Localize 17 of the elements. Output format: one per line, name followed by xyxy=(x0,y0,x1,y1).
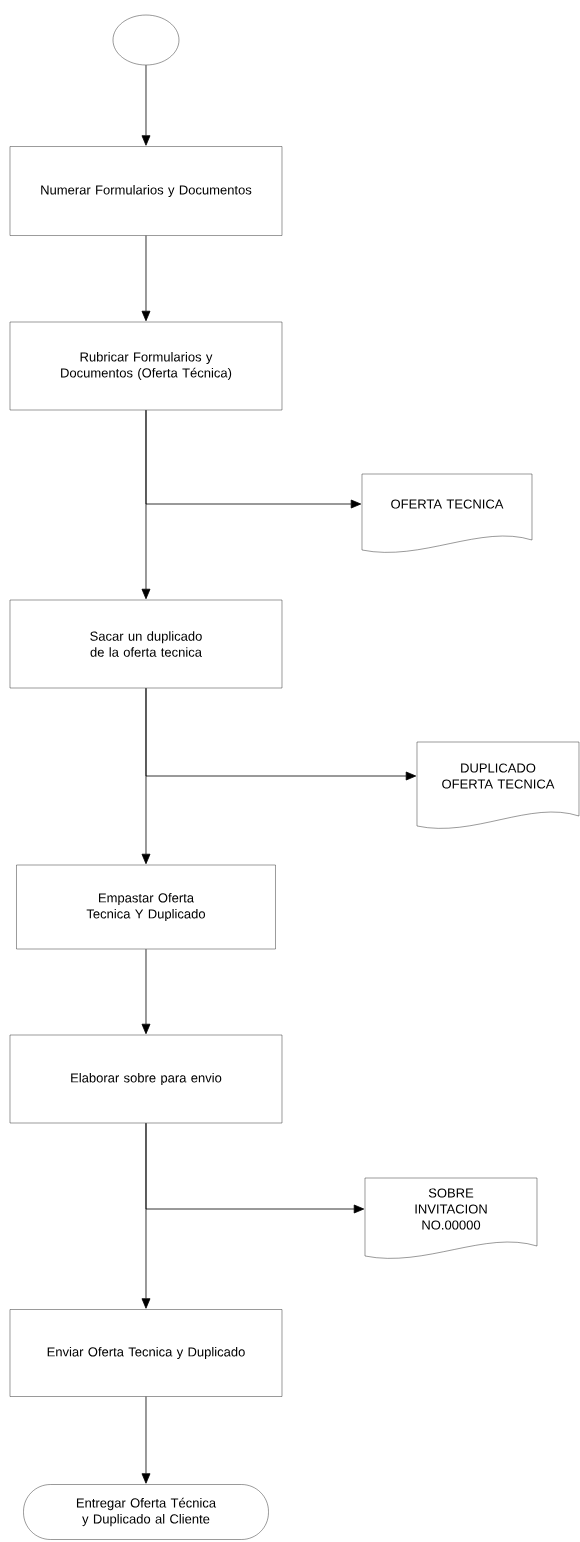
arrow xyxy=(141,948,151,1035)
document-shape: SOBRE INVITACION NO.00000 xyxy=(364,1177,538,1259)
arrow xyxy=(145,409,362,509)
document-shape: DUPLICADO OFERTA TECNICA xyxy=(416,741,580,829)
arrow xyxy=(145,687,417,781)
arrow xyxy=(141,64,151,146)
process-box: Empastar Oferta Tecnica Y Duplicado xyxy=(16,864,276,950)
arrow xyxy=(145,1122,365,1214)
arrow xyxy=(141,1396,151,1484)
process-box: Numerar Formularios y Documentos xyxy=(9,146,283,236)
document-shape: OFERTA TECNICA xyxy=(361,473,533,553)
process-box: Sacar un duplicado de la oferta tecnica xyxy=(9,599,283,689)
process-box: Enviar Oferta Tecnica y Duplicado xyxy=(9,1309,283,1397)
start-circle xyxy=(112,14,180,66)
process-box: Rubricar Formularios y Documentos (Oferta Técnica) xyxy=(9,321,283,411)
process-box: Elaborar sobre para envio xyxy=(9,1034,283,1124)
arrow xyxy=(141,235,151,322)
